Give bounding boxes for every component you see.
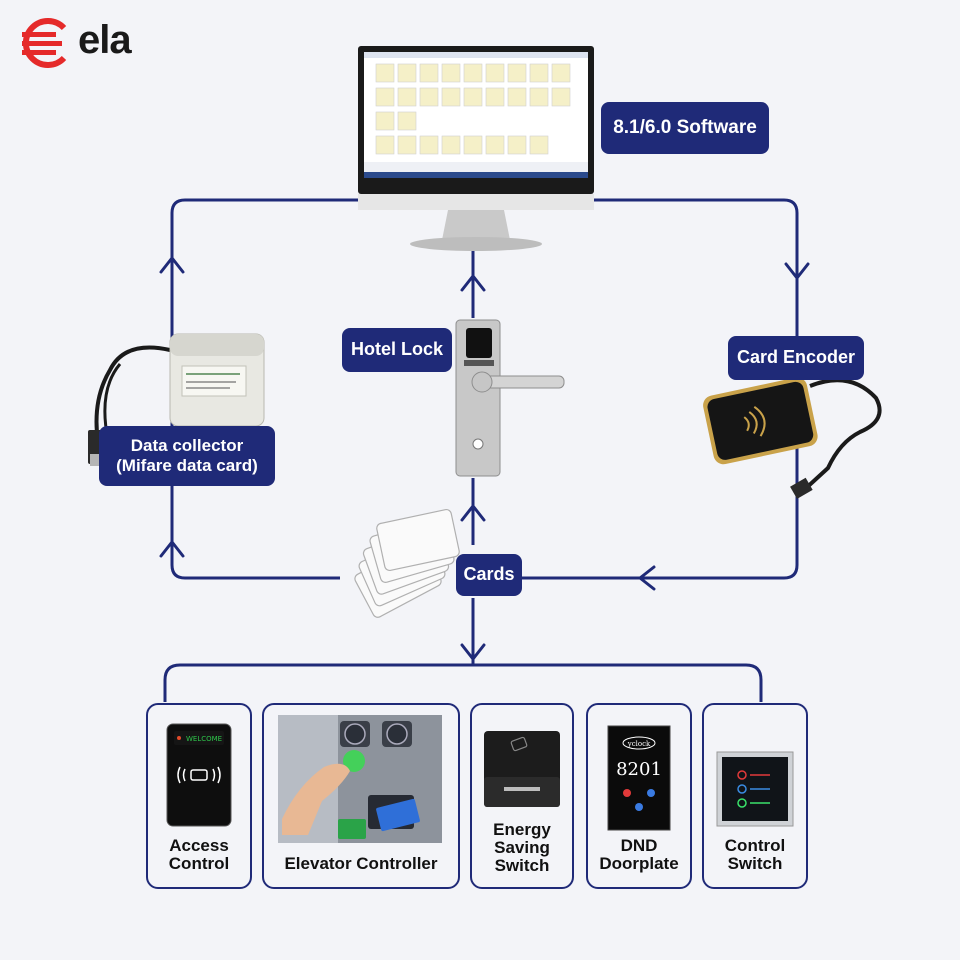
access-control-panel-icon: WELCOME (166, 723, 232, 827)
doorplate-number-text: 8201 (616, 759, 662, 780)
card-encoder-label: Card Encoder (728, 336, 864, 380)
device-access-control: WELCOME Access Control (146, 703, 252, 889)
doorplate-brand-text: yclock (627, 740, 651, 748)
device-label: Energy Saving Switch (493, 820, 551, 876)
device-label: Control Switch (724, 836, 786, 874)
device-label: Access Control (168, 836, 230, 874)
access-screen-text: WELCOME (186, 735, 222, 743)
device-dnd-doorplate: yclock 8201 DND Doorplate (586, 703, 692, 889)
device-energy-saving-switch: Energy Saving Switch (470, 703, 574, 889)
touch-switch-icon (716, 751, 794, 827)
device-label: Elevator Controller (284, 854, 438, 874)
doorplate-icon: yclock 8201 (607, 725, 671, 831)
data-collector-icon (88, 333, 265, 466)
rfid-cards-icon (354, 508, 460, 618)
device-elevator-controller: Elevator Controller (262, 703, 460, 889)
elevator-panel-icon (278, 715, 442, 843)
device-control-switch: Control Switch (702, 703, 808, 889)
device-label: DND Doorplate (599, 836, 679, 874)
card-holder-switch-icon (484, 731, 560, 807)
software-label: 8.1/6.0 Software (601, 102, 769, 154)
logo-text: ela (78, 18, 132, 62)
monitor-icon (358, 46, 594, 251)
card-encoder-icon (703, 377, 882, 499)
cards-label: Cards (456, 554, 522, 596)
data-collector-label: Data collector (Mifare data card) (99, 426, 275, 486)
hotel-lock-label: Hotel Lock (342, 328, 452, 372)
logo-mark-icon (22, 18, 67, 68)
door-lock-icon (455, 319, 565, 477)
